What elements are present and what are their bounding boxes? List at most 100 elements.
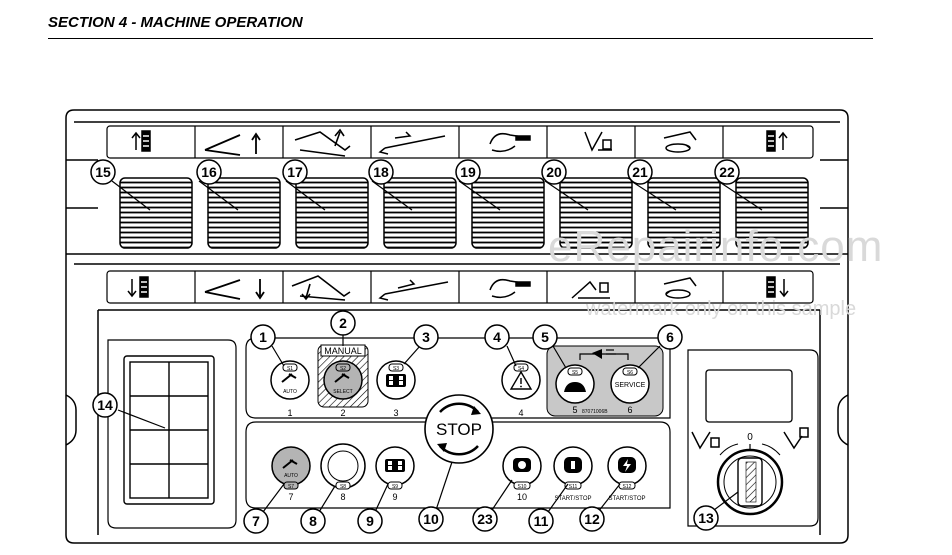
section-title: SECTION 4 - MACHINE OPERATION — [48, 14, 303, 31]
callout-9: 9 — [357, 508, 383, 534]
rocker-switch-15[interactable] — [119, 177, 193, 249]
callout-18: 18 — [368, 159, 394, 185]
rocker-switch-21[interactable] — [647, 177, 721, 249]
power-icon — [564, 457, 582, 473]
svg-text:9: 9 — [366, 513, 374, 529]
callout-20: 20 — [541, 159, 567, 185]
unloader-in-icon — [378, 279, 449, 301]
callout-13: 13 — [693, 505, 719, 531]
spout-left-icon — [489, 132, 531, 153]
callout-4: 4 — [484, 324, 510, 350]
button-2[interactable]: S2 SELECT 2 — [323, 360, 363, 418]
engine-icon — [564, 382, 586, 392]
watermark-sub: watermark only on this sample — [586, 298, 857, 320]
svg-text:18: 18 — [373, 164, 389, 180]
button-4[interactable]: S4 4 — [501, 360, 541, 418]
svg-text:21: 21 — [632, 164, 648, 180]
bottom-icon-strip — [106, 270, 814, 304]
button-9[interactable]: S9 9 — [375, 446, 415, 502]
button-3[interactable]: S3 3 — [376, 360, 416, 418]
tilt-left-icon — [691, 431, 720, 450]
svg-text:4: 4 — [493, 329, 501, 345]
rocker-switches — [119, 177, 809, 249]
watermark-main: eRepairinfo.com — [548, 222, 884, 271]
callout-6: 6 — [657, 324, 683, 350]
callout-3: 3 — [413, 324, 439, 350]
rocker-switch-17[interactable] — [295, 177, 369, 249]
svg-text:11: 11 — [534, 513, 549, 529]
button-10-number: 10 — [517, 492, 527, 502]
svg-text:5: 5 — [541, 329, 549, 345]
callout-10: 10 — [418, 506, 444, 532]
callout-15: 15 — [90, 159, 116, 185]
svg-text:2: 2 — [339, 315, 347, 331]
callout-21: 21 — [627, 159, 653, 185]
svg-text:1: 1 — [259, 329, 267, 345]
callout-19: 19 — [455, 159, 481, 185]
button-2-code: S2 — [340, 366, 346, 372]
button-9-code: S9 — [392, 484, 398, 490]
rocker-switch-19[interactable] — [471, 177, 545, 249]
tilt-up-icon — [584, 131, 612, 152]
stop-button[interactable]: STOP — [424, 394, 494, 464]
button-4-code: S4 — [518, 366, 524, 372]
stop-label: STOP — [436, 420, 482, 439]
button-12[interactable]: S12 START/STOP — [607, 446, 647, 502]
svg-text:14: 14 — [97, 397, 113, 413]
svg-text:20: 20 — [546, 164, 562, 180]
panel-housing — [65, 109, 849, 544]
rotary-selector[interactable]: 0 — [716, 432, 784, 516]
button-5-number: 5 — [572, 405, 577, 415]
button-7[interactable]: S7 AUTO 7 — [271, 446, 311, 502]
button-1-label: AUTO — [283, 389, 297, 395]
header-lower-icon — [204, 279, 265, 300]
callout-12: 12 — [579, 506, 605, 532]
display-screen — [123, 355, 215, 505]
header-rule — [48, 38, 873, 39]
button-10[interactable]: S10 10 — [502, 446, 542, 502]
rocker-switch-16[interactable] — [207, 177, 281, 249]
button-1[interactable]: S1 AUTO 1 — [270, 360, 310, 418]
callout-2: 2 — [330, 310, 356, 336]
manual-label: MANUAL — [324, 346, 362, 356]
svg-text:7: 7 — [252, 513, 260, 529]
grid-toggle-icon — [386, 374, 406, 387]
part-number-label: 87071006B — [582, 409, 608, 415]
button-11[interactable]: S11 START/STOP — [553, 446, 593, 502]
button-11-code: S11 — [569, 484, 578, 490]
button-7-code: S7 — [288, 484, 294, 490]
reel-lower-icon — [291, 275, 351, 301]
header-raise-icon — [204, 132, 261, 156]
button-5[interactable]: S5 5 — [555, 364, 595, 415]
svg-text:6: 6 — [666, 329, 674, 345]
rocker-switch-18[interactable] — [383, 177, 457, 249]
svg-text:15: 15 — [95, 164, 111, 180]
grid-toggle-icon — [385, 459, 405, 472]
svg-text:16: 16 — [201, 164, 217, 180]
lift-down-icon — [127, 276, 149, 298]
button-12-code: S12 — [623, 484, 632, 490]
svg-text:23: 23 — [477, 511, 493, 527]
svg-text:22: 22 — [719, 164, 735, 180]
lightning-icon — [618, 457, 636, 473]
button-6[interactable]: S6 SERVICE 6 — [610, 364, 650, 415]
wrench-icon — [334, 373, 350, 383]
callout-23: 23 — [472, 506, 498, 532]
rocker-switch-22[interactable] — [735, 177, 809, 249]
lift-up-right-icon — [766, 130, 788, 152]
button-7-label: AUTO — [284, 473, 298, 479]
callout-markers: 15 16 17 18 19 20 21 22 1 2 3 4 5 6 14 7… — [90, 159, 740, 534]
button-8-number: 8 — [340, 492, 345, 502]
svg-text:13: 13 — [698, 510, 714, 526]
lift-down-right-icon — [766, 276, 789, 298]
rocker-switch-20[interactable] — [559, 177, 633, 249]
button-6-number: 6 — [627, 405, 632, 415]
svg-text:3: 3 — [422, 329, 430, 345]
callout-11: 11 — [528, 508, 554, 534]
spout-right-icon — [489, 278, 531, 299]
callout-8: 8 — [300, 508, 326, 534]
reel-raise-icon — [294, 128, 351, 157]
button-8[interactable]: S8 8 — [320, 443, 366, 502]
button-5-code: S5 — [572, 370, 578, 376]
